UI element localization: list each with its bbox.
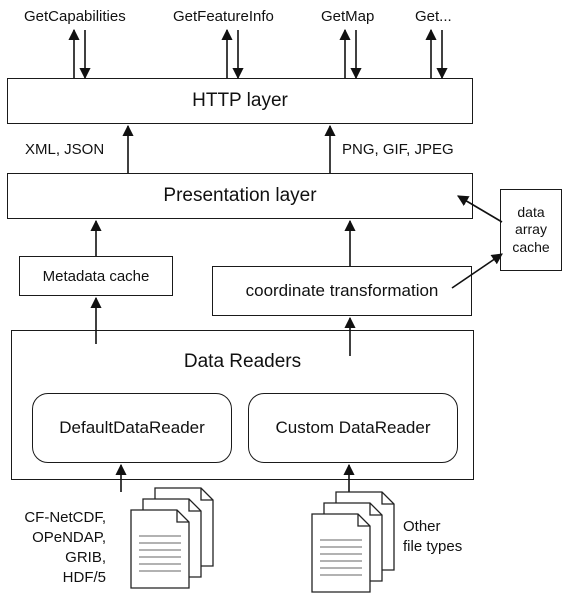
source-format-netcdf: CF-NetCDF, bbox=[24, 509, 106, 526]
source-format-opendap: OPeNDAP, bbox=[32, 529, 106, 546]
custom-data-reader-label: Custom DataReader bbox=[275, 418, 431, 437]
document-stack-icon-left bbox=[130, 487, 214, 589]
custom-data-reader-box: Custom DataReader bbox=[248, 393, 458, 463]
source-formats-left: CF-NetCDF, OPeNDAP, GRIB, HDF/5 bbox=[14, 508, 106, 588]
transform-to-cache-arrow bbox=[451, 253, 503, 289]
request-getmap-label: GetMap bbox=[321, 8, 375, 25]
presentation-layer-box: Presentation layer bbox=[7, 173, 473, 219]
formats-left-label: XML, JSON bbox=[25, 141, 105, 158]
default-data-reader-label: DefaultDataReader bbox=[59, 418, 205, 437]
request-get-other-label: Get... bbox=[415, 8, 452, 25]
source-format-hdf5: HDF/5 bbox=[62, 569, 106, 586]
formats-right-label: PNG, GIF, JPEG bbox=[342, 141, 454, 158]
metadata-cache-box: Metadata cache bbox=[19, 256, 173, 296]
coordinate-transformation-box: coordinate transformation bbox=[212, 266, 472, 316]
coordinate-transformation-label: coordinate transformation bbox=[245, 281, 439, 300]
http-layer-label: HTTP layer bbox=[192, 90, 288, 111]
default-data-reader-box: DefaultDataReader bbox=[32, 393, 232, 463]
source-formats-right: Other file types bbox=[403, 517, 462, 557]
source-format-other: Other bbox=[403, 518, 441, 535]
request-getcapabilities-label: GetCapabilities bbox=[24, 8, 126, 25]
request-getfeatureinfo-label: GetFeatureInfo bbox=[173, 8, 274, 25]
data-array-cache-line-2: array bbox=[515, 221, 547, 238]
data-readers-title: Data Readers bbox=[183, 351, 302, 372]
presentation-layer-label: Presentation layer bbox=[163, 185, 317, 206]
source-format-grib: GRIB, bbox=[65, 549, 106, 566]
metadata-cache-label: Metadata cache bbox=[42, 267, 150, 285]
cache-to-presentation-arrow bbox=[457, 195, 503, 223]
data-array-cache-line-3: cache bbox=[512, 238, 550, 255]
source-format-file-types: file types bbox=[403, 538, 463, 555]
data-array-cache-line-1: data bbox=[517, 203, 545, 220]
document-stack-icon-right bbox=[311, 491, 395, 593]
data-array-cache-box: data array cache bbox=[500, 189, 562, 271]
